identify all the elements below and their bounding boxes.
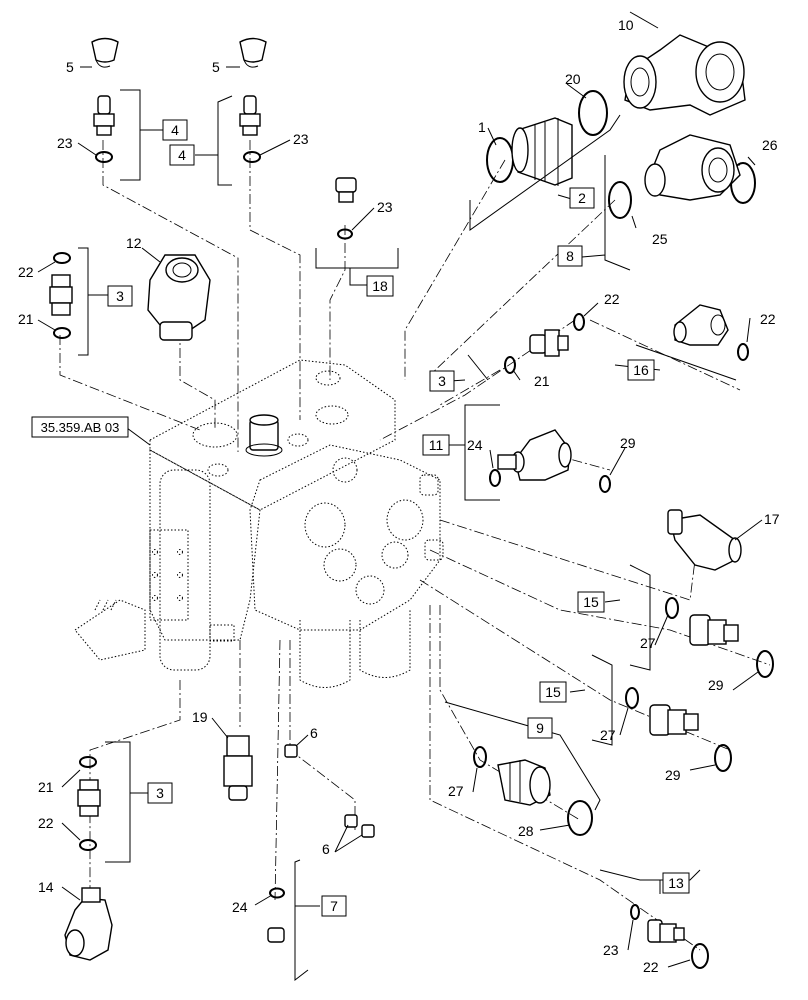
svg-text:4: 4 xyxy=(178,147,186,163)
kit-box-8: 8 xyxy=(557,245,583,267)
part-elbow-16 xyxy=(673,304,729,346)
part-elbow-8 xyxy=(644,134,741,201)
svg-text:13: 13 xyxy=(668,875,684,891)
part-plug-7 xyxy=(267,927,285,943)
callout-22: 22 xyxy=(643,959,659,975)
svg-text:16: 16 xyxy=(633,362,649,378)
kit-box-7: 7 xyxy=(321,895,347,917)
callout-22: 22 xyxy=(38,815,54,831)
kit-box-3a: 3 xyxy=(107,285,133,307)
callout-29: 29 xyxy=(665,767,681,783)
svg-text:3: 3 xyxy=(438,373,446,389)
svg-text:2: 2 xyxy=(578,190,586,206)
callout-21: 21 xyxy=(534,373,550,389)
kit-box-3c: 3 xyxy=(147,782,173,804)
callout-21: 21 xyxy=(18,311,34,327)
kit-box-2: 2 xyxy=(569,187,595,209)
callout-23: 23 xyxy=(293,131,309,147)
callout-numbers: 5 5 23 23 23 12 22 21 1 20 10 26 25 22 2… xyxy=(18,17,780,975)
callout-27: 27 xyxy=(448,783,464,799)
callout-10: 10 xyxy=(618,17,634,33)
callout-1: 1 xyxy=(478,119,486,135)
kit-box-16: 16 xyxy=(627,359,655,381)
callout-27: 27 xyxy=(600,727,616,743)
part-plugs-6 xyxy=(284,744,375,838)
callout-23: 23 xyxy=(603,942,619,958)
part-adapter-15b xyxy=(649,704,699,736)
svg-text:18: 18 xyxy=(372,278,388,294)
svg-text:15: 15 xyxy=(583,594,599,610)
svg-text:8: 8 xyxy=(566,248,574,264)
callout-23: 23 xyxy=(377,199,393,215)
part-cap-5b xyxy=(239,37,267,68)
callout-6: 6 xyxy=(322,841,330,857)
part-tee-17 xyxy=(667,509,742,571)
callout-25: 25 xyxy=(652,231,668,247)
part-cap-5a xyxy=(91,37,119,68)
valve-body xyxy=(74,359,444,688)
callout-22: 22 xyxy=(18,264,34,280)
callout-5: 5 xyxy=(66,59,74,75)
part-adapter-3a xyxy=(49,274,73,316)
kit-box-3b: 3 xyxy=(429,370,455,392)
kit-boxes: 4 4 3 18 2 8 16 3 11 15 15 9 3 7 13 xyxy=(107,119,690,917)
svg-text:3: 3 xyxy=(156,785,164,801)
kit-box-15a: 15 xyxy=(577,591,605,613)
callout-24: 24 xyxy=(467,437,483,453)
part-valve-19 xyxy=(223,735,253,801)
part-adapter-15a xyxy=(689,614,739,646)
svg-text:7: 7 xyxy=(330,898,338,914)
callout-26: 26 xyxy=(762,137,778,153)
part-coupler-4b xyxy=(239,95,261,136)
kit-box-9: 9 xyxy=(527,717,553,739)
kit-box-15b: 15 xyxy=(539,681,567,703)
callout-22: 22 xyxy=(760,311,776,327)
kit-box-4b: 4 xyxy=(169,144,195,166)
callout-12: 12 xyxy=(126,235,142,251)
svg-text:35.359.AB 03: 35.359.AB 03 xyxy=(41,420,120,435)
callout-29: 29 xyxy=(620,435,636,451)
svg-text:11: 11 xyxy=(429,437,444,453)
part-adapter-13 xyxy=(647,919,685,943)
callout-22: 22 xyxy=(604,291,620,307)
callout-21: 21 xyxy=(38,779,54,795)
orings-small xyxy=(53,151,749,920)
part-adapter-9 xyxy=(497,759,551,806)
part-coupler-4a xyxy=(93,95,115,136)
callout-14: 14 xyxy=(38,879,54,895)
part-elbow-11 xyxy=(497,429,572,481)
callout-27: 27 xyxy=(640,635,656,651)
kit-box-11: 11 xyxy=(422,434,450,456)
kit-box-18: 18 xyxy=(366,275,394,297)
part-adapter-1 xyxy=(511,117,573,186)
part-plug-18 xyxy=(335,177,357,203)
part-elbow-10 xyxy=(623,34,746,116)
part-elbow-14 xyxy=(64,887,113,961)
callout-29: 29 xyxy=(708,677,724,693)
callout-5: 5 xyxy=(212,59,220,75)
callout-17: 17 xyxy=(764,511,780,527)
leader-lines xyxy=(37,11,763,982)
callout-24: 24 xyxy=(232,899,248,915)
callout-19: 19 xyxy=(192,709,208,725)
reference-label-box: 35.359.AB 03 xyxy=(31,416,129,438)
callout-20: 20 xyxy=(565,71,581,87)
svg-text:9: 9 xyxy=(536,720,544,736)
part-fitting-12 xyxy=(147,254,211,341)
callout-6: 6 xyxy=(310,725,318,741)
callout-23: 23 xyxy=(57,135,73,151)
kit-box-13: 13 xyxy=(662,872,690,894)
kit-box-4a: 4 xyxy=(162,119,188,141)
svg-text:15: 15 xyxy=(545,684,561,700)
svg-text:3: 3 xyxy=(116,288,124,304)
part-adapter-3b xyxy=(529,329,569,357)
part-adapter-3c xyxy=(77,779,101,817)
svg-text:4: 4 xyxy=(171,122,179,138)
callout-28: 28 xyxy=(518,823,534,839)
